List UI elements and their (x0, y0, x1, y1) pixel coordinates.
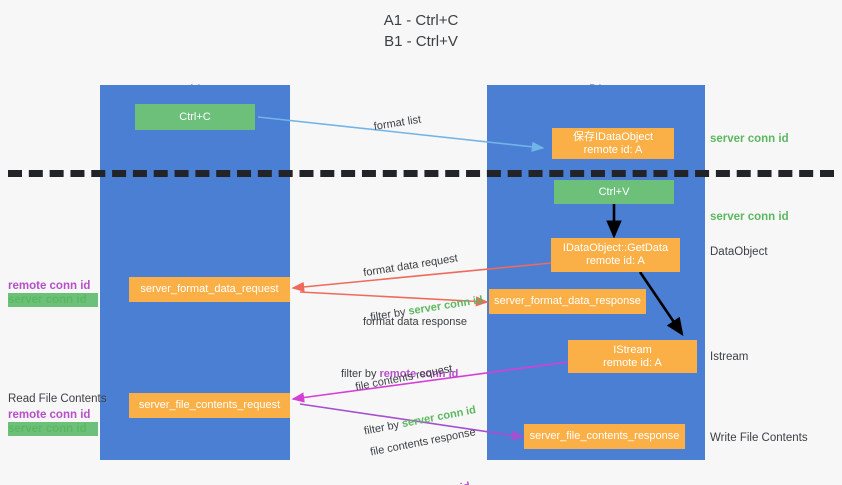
box-idataobject-getdata-line2: remote id: A (586, 255, 645, 267)
caption-dataobject: DataObject (710, 246, 768, 258)
box-server-file-contents-request[interactable]: server_file_contents_request (129, 393, 290, 418)
box-server-file-contents-response[interactable]: server_file_contents_response (524, 424, 685, 449)
box-server-format-data-response[interactable]: server_format_data_response (489, 289, 646, 314)
box-save-idataobject-line1: 保存IDataObject (572, 130, 654, 143)
arrow-label-format-data-response-title: format data response (363, 316, 467, 328)
caption-write-file-contents: Write File Contents (710, 432, 808, 444)
arrow-label-format-data-request-title: format data request (362, 252, 459, 280)
caption-server-conn-id-upper: server conn id (8, 293, 98, 307)
box-save-idataobject-line2: remote id: A (583, 143, 643, 156)
box-ctrl-v-label: Ctrl+V (598, 185, 630, 198)
caption-server-conn-id-top: server conn id (710, 133, 789, 145)
filter-prefix: filter by (341, 368, 380, 380)
filter-key-remote-conn-id: remote conn id (392, 480, 472, 485)
box-idataobject-getdata-line1: IDataObject::GetData (562, 242, 669, 254)
arrow-label-format-data-response-filter: filter by remote conn id (341, 367, 467, 382)
arrow-label-format-list: format list (372, 113, 422, 133)
caption-istream: Istream (710, 351, 749, 363)
arrow-label-file-contents-response-title: file contents response (369, 426, 477, 459)
caption-group-conn-ids-lower: remote conn id server conn id (8, 408, 98, 436)
box-idataobject-getdata[interactable]: IDataObject::GetData remote id: A (551, 238, 680, 272)
box-ctrl-v[interactable]: Ctrl+V (554, 180, 674, 204)
caption-server-conn-id-lower: server conn id (8, 422, 98, 436)
box-ctrl-c-label: Ctrl+C (179, 110, 211, 123)
box-istream[interactable]: IStream remote id: A (568, 340, 697, 373)
box-server-format-data-request[interactable]: server_format_data_request (129, 277, 290, 302)
arrow-label-file-contents-request-title: file contents request (354, 362, 454, 394)
caption-remote-conn-id-upper: remote conn id (8, 280, 91, 292)
caption-remote-conn-id-lower: remote conn id (8, 409, 91, 421)
phase-separator (8, 170, 834, 177)
box-server-format-data-response-label: server_format_data_response (494, 295, 641, 307)
caption-server-conn-id-second: server conn id (710, 211, 789, 223)
box-ctrl-c[interactable]: Ctrl+C (135, 104, 255, 130)
box-server-file-contents-response-label: server_file_contents_response (529, 430, 680, 442)
page-title: A1 - Ctrl+C B1 - Ctrl+V (383, 12, 459, 50)
box-istream-line2: remote id: A (603, 356, 662, 369)
filter-key-remote-conn-id: remote conn id (379, 368, 459, 380)
caption-group-conn-ids-upper: remote conn id server conn id (8, 279, 98, 307)
box-server-file-contents-request-label: server_file_contents_request (138, 399, 281, 411)
caption-read-file-contents: Read File Contents (8, 393, 107, 405)
box-istream-line1: IStream (613, 343, 652, 356)
box-server-format-data-request-label: server_format_data_request (140, 283, 279, 295)
arrow-label-format-data-response: format data response filter by remote co… (341, 285, 467, 412)
box-save-idataobject[interactable]: 保存IDataObject remote id: A (552, 128, 674, 159)
arrow-label-file-contents-response-filter: filter by remote conn id (354, 476, 487, 485)
